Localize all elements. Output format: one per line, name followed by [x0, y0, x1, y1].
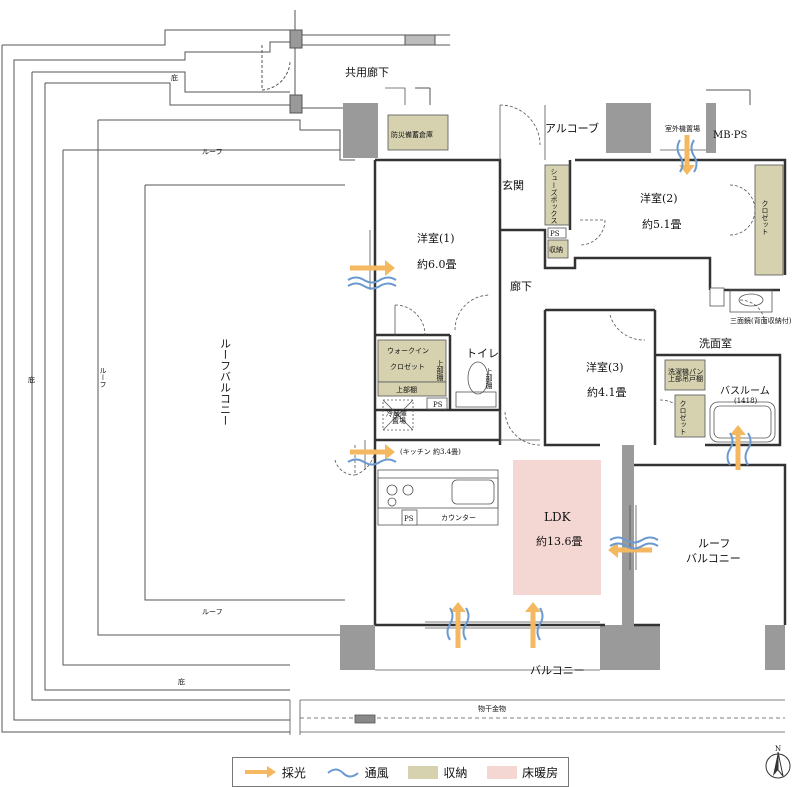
label-upper-shelf: 上部棚: [396, 385, 417, 394]
label-fridge: 冷蔵庫: [386, 409, 407, 418]
label-roof-bottom: ルーフ: [202, 608, 223, 616]
north-label: N: [775, 745, 781, 753]
label-room1-size: 約6.0畳: [417, 257, 457, 271]
legend-item-floor-heating: 床暖房: [487, 764, 558, 781]
legend-item-wind: 通風: [326, 764, 389, 781]
label-washer-pan: 洗濯機パン: [668, 367, 703, 376]
label-counter: カウンター: [441, 513, 476, 522]
structural-walls: [340, 103, 785, 670]
floor-heating-swatch: [487, 765, 518, 779]
label-roof-left: ルーフ: [99, 367, 107, 388]
label-kitchen: (キッチン 約3.4畳): [400, 447, 461, 456]
label-storage: 収納: [549, 245, 563, 254]
doors-and-thin-walls: [289, 87, 785, 735]
corridor-fixtures: [261, 10, 751, 114]
label-washroom: 洗面室: [699, 336, 732, 350]
label-outdoor-unit: 室外機置場: [665, 124, 700, 133]
label-roof-balcony-right2: バルコニー: [686, 552, 741, 565]
label-room2: 洋室(2): [640, 191, 678, 205]
label-shoe-box: シューズボックス: [550, 168, 558, 224]
label-toilet: トイレ: [466, 347, 499, 360]
storage-areas: [377, 114, 784, 438]
label-roof-top: ルーフ: [202, 148, 223, 156]
label-room2-size: 約5.1畳: [642, 217, 682, 231]
roof-terrace-outline: [1, 29, 355, 733]
label-corridor: 共用廊下: [345, 65, 389, 79]
label-upper-shelf-toilet: 上部棚: [485, 367, 493, 390]
legend: 採光 通風 収納 床暖房: [232, 757, 569, 787]
light-arrow-icon: [244, 766, 276, 778]
label-room1: 洋室(1): [417, 231, 455, 245]
label-eave-bottom: 庇: [178, 677, 185, 686]
north-compass: N: [765, 745, 791, 779]
label-dryer: 三面鏡(背面収納付): [730, 316, 792, 325]
storage-swatch: [408, 765, 439, 779]
label-eave-left: 庇: [28, 375, 35, 384]
label-washer-upper: 上部吊戸棚: [668, 374, 703, 383]
label-ldk: LDK: [544, 510, 572, 524]
legend-label-floor-heating: 床暖房: [522, 765, 559, 780]
legend-label-storage: 収納: [443, 765, 468, 780]
label-roof-balcony-right: ルーフ: [698, 537, 730, 550]
label-alcove: アルコーブ: [545, 121, 599, 135]
label-laundry-hardware: 物干金物: [478, 704, 506, 713]
label-closet-room2: クロゼット: [761, 200, 769, 235]
legend-label-wind: 通風: [364, 765, 389, 780]
label-balcony: バルコニー: [530, 664, 585, 677]
light-arrows: [350, 135, 741, 648]
label-ps-entrance: PS: [550, 230, 560, 238]
floor-heating-area: [513, 460, 601, 595]
label-entrance: 玄関: [502, 178, 524, 192]
label-room3-size: 約4.1畳: [587, 385, 627, 399]
label-hallway: 廊下: [510, 279, 532, 293]
label-ps-toilet: PS: [433, 401, 443, 409]
label-walkin: ウォークイン: [387, 347, 429, 355]
wind-wave-icon: [326, 768, 359, 778]
label-room3: 洋室(3): [586, 360, 624, 374]
label-fridge-place: 置場: [392, 416, 406, 425]
label-mbps: MB·PS: [713, 130, 747, 141]
label-upper-shelf-side: 上部棚: [436, 359, 444, 382]
label-eave-top: 庇: [171, 73, 178, 82]
legend-item-storage: 収納: [408, 764, 467, 781]
legend-label-light: 採光: [281, 765, 306, 780]
label-roof-balcony: ルーフバルコニー: [219, 338, 232, 426]
label-closet-room3: クロゼット: [679, 400, 687, 435]
label-ldk-size: 約13.6畳: [536, 534, 583, 548]
label-ps-kitchen: PS: [404, 515, 414, 523]
fixtures: [377, 227, 776, 526]
legend-item-light: 採光: [243, 764, 306, 781]
label-bath-size: (1418): [734, 397, 758, 405]
ventilation-waves: [347, 139, 752, 641]
label-disaster-storage: 防災備蓄倉庫: [391, 130, 433, 139]
label-bathroom: バスルーム: [720, 385, 770, 397]
label-walkin-closet: クロゼット: [390, 362, 425, 371]
